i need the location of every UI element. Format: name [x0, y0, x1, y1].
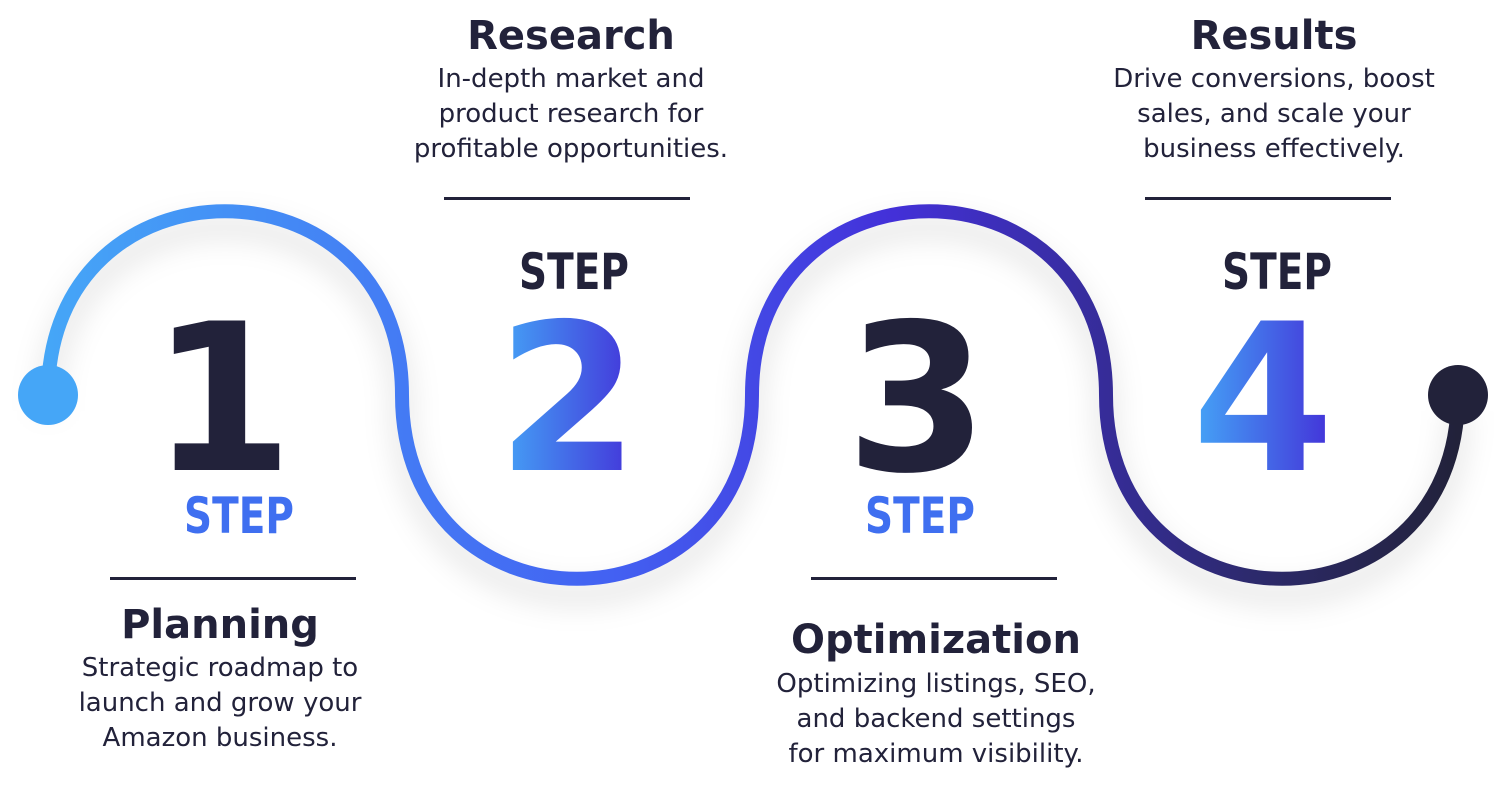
description-line: for maximum visibility.	[788, 739, 1084, 769]
end-dot	[1428, 365, 1488, 425]
step-title-results: Results	[1190, 13, 1358, 59]
description-line: In-depth market and	[437, 64, 705, 94]
description-line: Strategic roadmap to	[81, 653, 359, 683]
divider-step-3	[811, 577, 1057, 580]
step-description-optimization: Optimizing listings, SEO, and backend se…	[726, 667, 1146, 772]
description-line: Optimizing listings, SEO,	[776, 669, 1096, 699]
step-number-3: 3	[846, 281, 989, 519]
description-line: sales, and scale your	[1137, 99, 1411, 129]
step-title-planning: Planning	[121, 602, 319, 648]
divider-step-1	[110, 577, 356, 580]
step-label-1: STEP	[184, 487, 294, 545]
step-number-4: 4	[1192, 281, 1335, 519]
description-line: Drive conversions, boost	[1113, 64, 1435, 94]
divider-step-4	[1145, 197, 1391, 200]
step-label-3: STEP	[865, 487, 975, 545]
divider-step-2	[444, 197, 690, 200]
description-line: and backend settings	[796, 704, 1076, 734]
step-number-1: 1	[151, 281, 294, 519]
step-description-results: Drive conversions, boost sales, and scal…	[1064, 62, 1484, 167]
description-line: Amazon business.	[102, 723, 338, 753]
description-line: profitable opportunities.	[413, 134, 729, 164]
description-line: business effectively.	[1143, 134, 1405, 164]
step-description-planning: Strategic roadmap to launch and grow you…	[10, 651, 430, 756]
description-line: product research for	[438, 99, 704, 129]
step-number-2: 2	[497, 281, 640, 519]
start-dot	[18, 365, 78, 425]
step-label-4: STEP	[1222, 243, 1332, 301]
step-title-research: Research	[467, 13, 675, 59]
step-title-optimization: Optimization	[791, 617, 1081, 663]
step-label-2: STEP	[519, 243, 629, 301]
wave-path	[41, 204, 1465, 586]
step-description-research: In-depth market and product research for…	[361, 62, 781, 167]
description-line: launch and grow your	[78, 688, 362, 718]
